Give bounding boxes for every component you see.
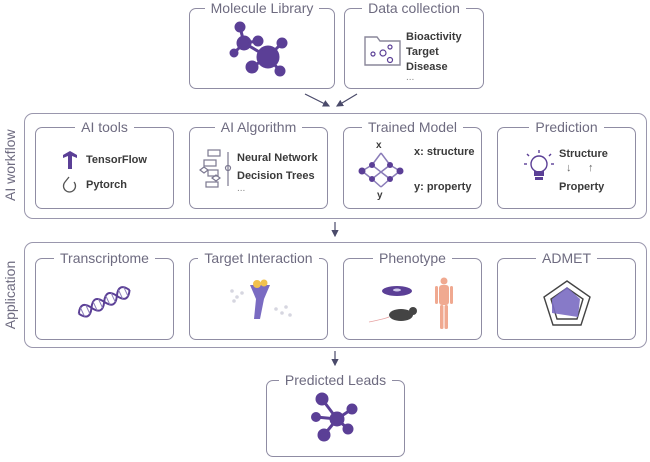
phenotype-title: Phenotype: [373, 250, 452, 266]
lightbulb-icon: [524, 150, 554, 180]
molecule-icon: [311, 392, 358, 442]
algorithm-item: Decision Trees: [237, 170, 315, 182]
dna-icon: [77, 286, 131, 318]
ai-workflow-label: AI workflow: [2, 129, 18, 201]
molecule-library-box: Molecule Library: [189, 0, 335, 89]
application-container: [24, 242, 647, 348]
prediction-structure: Structure: [559, 148, 608, 160]
transcriptome-title: Transcriptome: [54, 250, 155, 266]
folder-network-icon: [364, 36, 401, 66]
algorithm-ellipsis: ...: [237, 183, 246, 194]
phenotype-box: Phenotype: [343, 250, 482, 340]
prediction-box: Prediction Structure ↓ ↑ Property: [497, 119, 636, 209]
ai-algorithm-box: AI Algorithm Neural Network Decision Tre…: [189, 119, 328, 209]
flowchart-icon: [199, 149, 232, 188]
model-y-desc: y: property: [414, 181, 472, 193]
algorithm-item: Neural Network: [237, 152, 318, 164]
predicted-leads-box: Predicted Leads: [266, 372, 405, 457]
ai-tools-box: AI tools TensorFlow Pytorch: [35, 119, 174, 209]
data-item: Target: [406, 46, 439, 58]
merge-arrows: [304, 93, 358, 107]
radar-pentagon-icon: [543, 280, 591, 326]
model-y-label: y: [377, 190, 383, 201]
neural-network-icon: [358, 152, 404, 188]
application-label: Application: [2, 260, 18, 330]
tensorflow-label: TensorFlow: [86, 154, 147, 166]
trained-model-box: Trained Model x y x: structure y: proper…: [343, 119, 482, 209]
pytorch-icon: [62, 176, 77, 193]
prediction-property: Property: [559, 181, 605, 193]
transcriptome-box: Transcriptome: [35, 250, 174, 340]
data-collection-title: Data collection: [362, 0, 466, 16]
molecule-library-title: Molecule Library: [204, 0, 320, 16]
receptor-icon: [230, 279, 292, 319]
arrow-down-1: [331, 222, 339, 238]
tensorflow-icon: [63, 151, 77, 169]
target-interaction-box: Target Interaction: [189, 250, 328, 340]
arrow-up: ↑: [588, 162, 594, 174]
data-item: Disease: [406, 61, 448, 73]
admet-box: ADMET: [497, 250, 636, 340]
ai-algorithm-title: AI Algorithm: [214, 119, 303, 135]
data-collection-box: Data collection Bioactivity Target Disea…: [344, 0, 484, 89]
arrow-down-2: [331, 351, 339, 367]
ai-tools-title: AI tools: [75, 119, 134, 135]
model-x-label: x: [376, 140, 382, 151]
data-item-ellipsis: ...: [406, 72, 415, 83]
mouse-human-icon: [368, 277, 453, 329]
data-item: Bioactivity: [406, 31, 462, 43]
prediction-title: Prediction: [529, 119, 604, 135]
pytorch-label: Pytorch: [86, 179, 127, 191]
admet-title: ADMET: [536, 250, 597, 266]
ai-workflow-container: [24, 113, 647, 219]
molecule-icon: [229, 21, 288, 77]
model-x-desc: x: structure: [414, 146, 475, 158]
predicted-leads-title: Predicted Leads: [278, 372, 393, 388]
target-interaction-title: Target Interaction: [198, 250, 319, 266]
arrow-down: ↓: [566, 162, 572, 174]
trained-model-title: Trained Model: [362, 119, 463, 135]
